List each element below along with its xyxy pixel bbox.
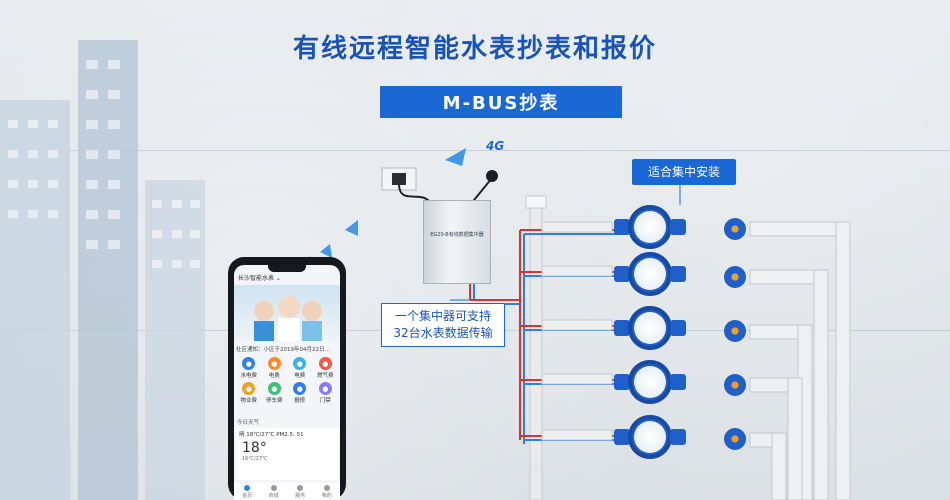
temperature-range: 16℃/27℃ — [242, 456, 268, 462]
service-icon: ● — [267, 382, 281, 395]
tab-item[interactable]: 我的 — [321, 484, 332, 499]
service-label: 电费 — [294, 373, 306, 379]
phone-notch — [268, 265, 306, 272]
4g-signal-label: 4G — [486, 139, 505, 153]
wall-seam — [0, 150, 950, 151]
concentrator-capacity-callout: 一个集中器可支持 32台水表数据传输 — [381, 303, 505, 347]
water-meter — [610, 252, 686, 300]
service-item[interactable]: ● 门禁 — [313, 382, 339, 404]
weather-header: 今日天气 — [237, 420, 260, 426]
water-meter — [610, 306, 686, 354]
mbus-badge: M-BUS抄表 — [380, 86, 622, 118]
water-meter — [610, 205, 686, 253]
service-icon: ● — [293, 382, 307, 395]
service-icon: ● — [318, 382, 332, 395]
tab-label: 我的 — [321, 492, 332, 499]
tab-label: 商城 — [268, 492, 279, 499]
water-meter — [610, 415, 686, 463]
capacity-line-2: 32台水表数据传输 — [393, 326, 493, 340]
app-banner-image[interactable] — [234, 285, 340, 341]
weather-card: 晴 18℃/27℃ PM2.5: 51 18° 16℃/27℃ — [236, 428, 338, 480]
tab-icon — [244, 484, 251, 491]
service-icon: ● — [318, 357, 332, 370]
concentrator-label: EG20-B有线数据集中器 — [430, 232, 484, 238]
service-label: 电费 — [268, 373, 280, 379]
app-name[interactable]: 长沙智能水表 ⌄ — [238, 275, 281, 282]
service-item[interactable]: ● 电费 — [262, 357, 288, 379]
tab-icon — [323, 484, 330, 491]
service-label: 燃气费 — [316, 373, 334, 379]
wireless-signal-icon — [303, 148, 466, 266]
tab-item[interactable]: 服务 — [295, 484, 306, 499]
tab-icon — [297, 484, 304, 491]
page-title: 有线远程智能水表抄表和报价 — [292, 34, 657, 64]
install-callout: 适合集中安装 — [632, 159, 736, 185]
power-adapter — [392, 173, 406, 185]
capacity-line-1: 一个集中器可支持 — [394, 309, 491, 323]
smartphone-mockup: 长沙智能水表 ⌄ 社区通知：小区于2019年04月22日… ● 水电费 ● 电费 ● 电费… — [228, 257, 346, 500]
service-icon: ● — [242, 357, 256, 370]
tab-icon — [270, 484, 277, 491]
valve-icon — [724, 218, 746, 240]
tab-bar: 首页 商城 服务 我的 — [234, 483, 340, 500]
service-item[interactable]: ● 报修 — [287, 382, 313, 404]
valve-icon — [724, 428, 746, 450]
service-icon: ● — [293, 357, 307, 370]
family-photo-icon — [254, 296, 322, 341]
temperature: 18° — [242, 440, 267, 456]
data-concentrator-device: EG20-B有线数据集中器 — [423, 200, 491, 284]
phone-screen: 长沙智能水表 ⌄ 社区通知：小区于2019年04月22日… ● 水电费 ● 电费 ● 电费… — [234, 265, 340, 500]
weather-row: 晴 18℃/27℃ PM2.5: 51 — [239, 432, 304, 438]
service-item[interactable]: ● 燃气费 — [313, 357, 339, 379]
tab-label: 首页 — [242, 492, 253, 499]
valve-icon — [724, 266, 746, 288]
tab-item[interactable]: 商城 — [268, 484, 279, 499]
service-item[interactable]: ● 电费 — [287, 357, 313, 379]
service-grid: ● 水电费 ● 电费 ● 电费 ● 燃气费 ● 物业费 ● 停车费 ● 报修 ● 门禁 — [236, 357, 338, 404]
service-label: 物业费 — [240, 398, 257, 404]
community-notice[interactable]: 社区通知：小区于2019年04月22日… — [236, 347, 330, 353]
service-label: 水电费 — [240, 373, 257, 379]
tab-item[interactable]: 首页 — [242, 484, 253, 499]
city-buildings-illustration — [0, 40, 205, 500]
service-label: 停车费 — [265, 398, 283, 404]
service-icon: ● — [267, 357, 281, 370]
water-meter — [610, 360, 686, 408]
service-item[interactable]: ● 水电费 — [236, 357, 262, 379]
valve-icon — [724, 374, 746, 396]
valve-icon — [724, 320, 746, 342]
service-label: 报修 — [294, 398, 306, 404]
service-item[interactable]: ● 停车费 — [262, 382, 288, 404]
service-icon: ● — [242, 382, 256, 395]
tab-label: 服务 — [295, 492, 306, 499]
service-label: 门禁 — [319, 398, 331, 404]
service-item[interactable]: ● 物业费 — [236, 382, 262, 404]
antenna-icon — [486, 170, 498, 182]
